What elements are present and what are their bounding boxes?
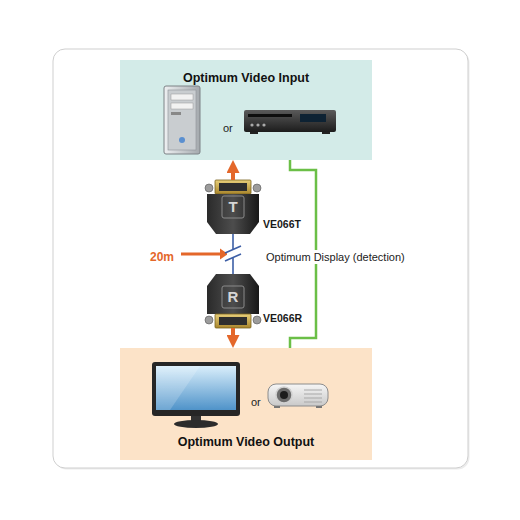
- computer-tower: [164, 86, 200, 154]
- panel-title: Optimum Video Input: [183, 70, 309, 86]
- lens-glass: [280, 391, 288, 399]
- monitor-base: [174, 420, 218, 428]
- length-pointer-head: [220, 249, 228, 260]
- monitor-bezel: [152, 362, 240, 416]
- screen-gloss: [156, 366, 200, 410]
- break-mark: [225, 246, 241, 253]
- vent-line: [304, 390, 322, 391]
- drive-bay: [171, 103, 193, 109]
- player-button: [250, 123, 253, 126]
- letter-frame: [222, 196, 244, 218]
- cable-line-group: [225, 234, 241, 274]
- or-text-slot: or: [223, 118, 233, 136]
- plug-pins: [219, 183, 247, 191]
- thumb-screw: [253, 184, 261, 192]
- player-button: [262, 123, 265, 126]
- or-text: or: [251, 395, 261, 409]
- signal-arrow-group: [233, 170, 234, 180]
- signal-arrow: [231, 328, 235, 338]
- edge-label-slot: Optimum Display (detection): [264, 247, 407, 265]
- projector-foot: [274, 406, 280, 408]
- vent-line: [304, 402, 322, 403]
- drive-slot: [171, 112, 181, 115]
- plug-pins: [219, 317, 247, 325]
- model-label-slot: VE066R: [263, 308, 302, 326]
- edge-label: Optimum Display (detection): [264, 250, 407, 264]
- power-button: [179, 137, 185, 143]
- length-pointer: [181, 253, 221, 256]
- player-button: [256, 123, 259, 126]
- signal-arrow-group: [233, 328, 234, 338]
- adapter-body: [207, 274, 259, 314]
- model-label-slot: VE066T: [263, 214, 301, 232]
- frame-border: [53, 49, 468, 468]
- panel-title: Optimum Video Output: [178, 434, 315, 450]
- dvd-player: [244, 110, 336, 132]
- panel-title-slot: Optimum Video Output: [120, 432, 372, 450]
- thumb-screw: [205, 184, 213, 192]
- length-label-slot: 20m: [150, 247, 174, 265]
- model-label: VE066T: [263, 218, 301, 231]
- dvi-plug: [215, 314, 251, 328]
- vent-line: [304, 398, 322, 399]
- adapter-body: [207, 194, 259, 234]
- player-foot: [322, 132, 330, 134]
- letter-frame: [222, 286, 244, 308]
- projector-foot: [316, 406, 322, 408]
- vent-line: [304, 394, 322, 395]
- thumb-screw: [205, 316, 213, 324]
- or-text-slot: or: [251, 392, 261, 410]
- tower-front: [168, 90, 196, 150]
- dvi-plug: [215, 180, 251, 194]
- length-label: 20m: [150, 250, 174, 265]
- adapter-letter: T: [228, 196, 237, 218]
- or-text: or: [223, 121, 233, 135]
- thumb-screw: [253, 316, 261, 324]
- projector-lens: [276, 387, 292, 403]
- player-display: [300, 114, 326, 122]
- player-foot: [250, 132, 258, 134]
- projector-body: [268, 384, 328, 406]
- drive-bay: [171, 94, 193, 100]
- break-mark: [225, 254, 241, 261]
- signal-arrow: [231, 170, 235, 180]
- adapter-letter: R: [228, 286, 239, 308]
- model-label: VE066R: [263, 312, 302, 325]
- panel-title-slot: Optimum Video Input: [120, 68, 372, 86]
- disc-slot: [248, 114, 292, 117]
- monitor-screen: [156, 366, 236, 410]
